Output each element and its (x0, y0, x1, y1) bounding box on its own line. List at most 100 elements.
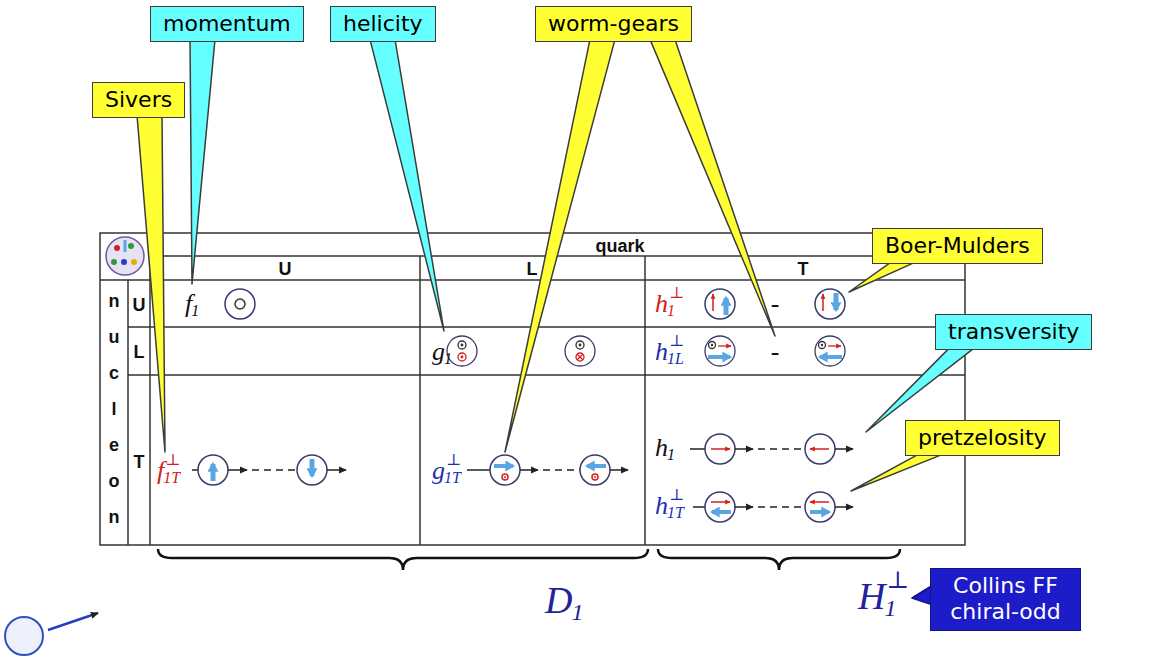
callout-pointer (650, 39, 775, 336)
callout-pointer (137, 115, 165, 452)
spin-dot (592, 474, 598, 480)
spin-dot (502, 474, 508, 480)
spin-dot (819, 342, 826, 349)
quark-disc (805, 434, 835, 464)
quark-spin-arrow (810, 448, 829, 450)
callout-pointer (370, 39, 444, 331)
subscript: 1 (571, 599, 583, 626)
callout-box: worm-gears (535, 6, 692, 42)
callout-pointer (190, 39, 215, 284)
table-line (644, 256, 646, 545)
callout-text: helicity (343, 11, 423, 37)
spin-arrow (124, 240, 127, 252)
subscript: 1 (191, 302, 199, 320)
superscript: ⊥ (669, 283, 684, 302)
spin-dot (711, 344, 713, 346)
parton-dot (111, 259, 117, 265)
spin-arrow (724, 298, 729, 315)
spin-arrow (587, 464, 606, 468)
nucleon-spin-arrow (735, 506, 753, 508)
callout-text: momentum (163, 11, 291, 37)
fragmentation-function: D (545, 578, 572, 622)
nucleon-spin-line (467, 469, 490, 471)
spin-arrow (834, 293, 839, 310)
tmd-symbol: h (655, 289, 668, 319)
subscript: 1 (444, 350, 452, 368)
callout-text: worm-gears (548, 11, 679, 37)
callout-box: Boer-Mulders (872, 228, 1043, 264)
quark-spin-arrow (712, 294, 714, 311)
subscript: 1 (667, 302, 675, 320)
nucleon-spin-arrow (835, 448, 853, 450)
parton-dot (131, 259, 137, 265)
quark-disc (805, 492, 835, 522)
quark-spin-arrow (711, 501, 730, 503)
dashed-line (758, 448, 805, 450)
quark-disc (490, 455, 520, 485)
table-line (128, 326, 965, 328)
tmd-symbol: h (655, 491, 668, 521)
quark-dot (235, 299, 245, 309)
spin-arrow (211, 464, 216, 481)
callout-text: pretzelosity (918, 425, 1047, 451)
spin-arrow (310, 459, 315, 476)
quark-disc (705, 434, 735, 464)
spin-dot (594, 476, 596, 478)
table-line (419, 256, 421, 545)
quark-disc (705, 336, 735, 366)
row-header: U (133, 295, 146, 316)
tmd-symbol: h (655, 337, 668, 367)
tmd-symbol: g (432, 456, 445, 486)
column-header: U (279, 259, 292, 280)
subscript: 1T (444, 469, 461, 487)
nucleon-spin-arrow (735, 448, 753, 450)
spin-dot (576, 341, 584, 349)
spin-cross (576, 353, 584, 361)
spin-dot (821, 344, 823, 346)
table-border (100, 233, 965, 545)
nucleon-spin-arrow (327, 469, 346, 471)
quark-disc (225, 289, 255, 319)
dashed-line (758, 506, 805, 508)
quark-spin-arrow (822, 294, 824, 311)
hadron-arrow (48, 613, 98, 630)
quark-disc (815, 336, 845, 366)
table-line (100, 279, 965, 281)
nucleon-spin-line (690, 448, 705, 450)
subscript: 1L (667, 350, 684, 368)
callout-text: Boer-Mulders (885, 233, 1030, 259)
subscript: 1T (163, 469, 180, 487)
column-header: L (527, 259, 538, 280)
callout-box: pretzelosity (905, 420, 1060, 456)
callout-box: transversity (935, 314, 1092, 350)
row-header: T (134, 452, 145, 473)
quark-spin-arrow (810, 501, 829, 503)
spin-cross (577, 354, 583, 360)
nucleon-spin-line (693, 506, 705, 508)
nucleon-spin-arrow (835, 506, 853, 508)
minus-sign: - (771, 337, 780, 367)
minus-sign: - (771, 289, 780, 319)
callout-text: Collins FF chiral-odd (943, 573, 1068, 626)
tmd-symbol: h (655, 433, 668, 463)
callout-box: momentum (150, 6, 304, 42)
dashed-line (543, 469, 580, 471)
superscript: ⊥ (886, 566, 909, 594)
tmd-symbol: f (185, 289, 192, 319)
superscript: ⊥ (446, 450, 461, 469)
table-grid (100, 233, 965, 545)
quark-spin-arrow (711, 448, 730, 450)
nucleon-spin-arrow (228, 469, 247, 471)
nucleon-spin-line (192, 469, 198, 471)
quark-disc (705, 492, 735, 522)
parton-dot (114, 245, 120, 251)
quark-disc (815, 289, 845, 319)
quark-disc (198, 455, 228, 485)
brace (158, 549, 648, 570)
subscript: 1T (667, 504, 684, 522)
spin-arrow (820, 355, 842, 359)
row-header: L (134, 342, 145, 363)
superscript: ⊥ (669, 485, 684, 504)
hadron-icon (5, 617, 43, 655)
